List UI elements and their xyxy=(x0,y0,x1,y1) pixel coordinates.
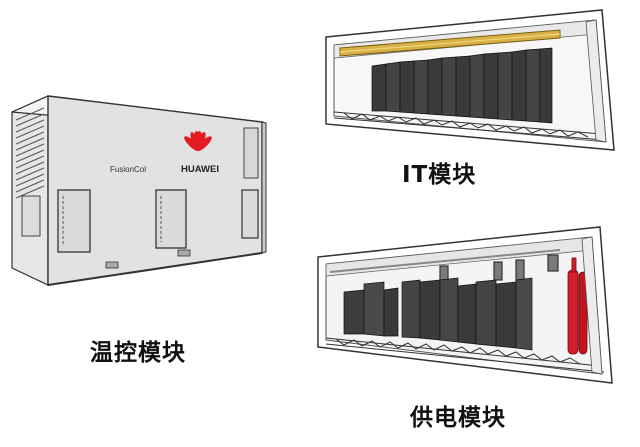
huawei-logo xyxy=(184,131,212,152)
thermal-module-unit: HUAWEI FusionCol xyxy=(11,95,267,286)
power-module-unit xyxy=(317,226,613,384)
thermal-foot-center xyxy=(177,249,191,257)
thermal-side-face xyxy=(11,95,49,286)
brand-huawei: HUAWEI xyxy=(181,164,219,175)
power-floor-truss xyxy=(325,337,605,373)
thermal-side-hatch xyxy=(21,195,41,237)
fire-suppression-cylinders xyxy=(567,257,588,355)
power-module-caption: 供电模块 xyxy=(410,405,506,431)
thermal-foot-left xyxy=(105,261,119,269)
thermal-right-post xyxy=(261,121,267,254)
it-floor-truss xyxy=(333,111,605,141)
power-equipment-cabinets xyxy=(343,277,533,351)
power-end-wall xyxy=(581,236,603,375)
it-module-unit xyxy=(325,9,615,151)
it-module-caption: IT模块 xyxy=(402,162,477,188)
it-server-racks xyxy=(371,47,553,124)
power-overhead-pipes xyxy=(439,254,559,281)
thermal-module-caption: 温控模块 xyxy=(90,340,186,366)
thermal-side-louvers xyxy=(15,107,45,199)
thermal-front-door-right xyxy=(241,189,259,239)
thermal-vent-panel xyxy=(243,127,259,179)
unit-label-fusioncol: FusionCol xyxy=(110,165,146,174)
it-end-wall xyxy=(585,19,607,143)
